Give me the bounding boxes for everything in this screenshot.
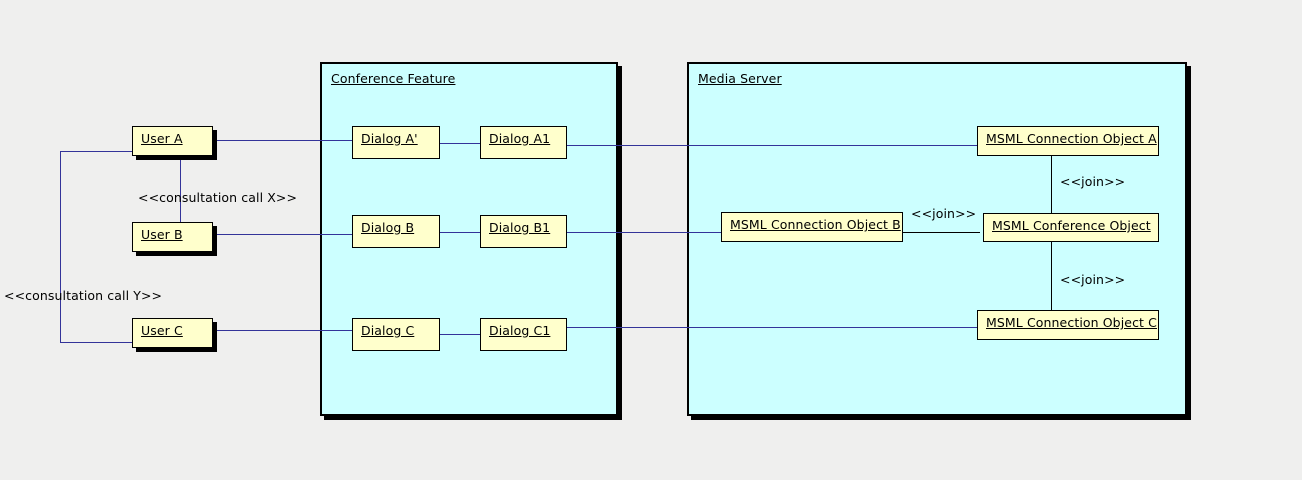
object-msml-connection-object-a[interactable]: MSML Connection Object A [977,126,1159,156]
object-label-msml-connection-object-a: MSML Connection Object A [986,131,1157,146]
label-join-c: <<join>> [1060,272,1126,287]
object-label-dialog-b: Dialog B [361,220,415,235]
connector-join-a [1051,155,1053,213]
label-consultation-call-x: <<consultation call X>> [138,190,298,205]
connector-user-b-to-dialog-b [213,234,353,236]
label-join-a: <<join>> [1060,174,1126,189]
connector-consultation-call-y-top [60,151,134,153]
label-consultation-call-y: <<consultation call Y>> [4,288,163,303]
object-label-user-b: User B [141,227,183,242]
object-user-b[interactable]: User B [132,222,213,252]
object-msml-connection-object-c[interactable]: MSML Connection Object C [977,310,1159,340]
object-dialog-c1[interactable]: Dialog C1 [480,318,567,351]
connector-consultation-call-y-bottom [60,342,134,344]
object-dialog-b[interactable]: Dialog B [352,215,440,248]
panel-title-media-server: Media Server [698,71,782,86]
label-join-b: <<join>> [911,206,977,221]
connector-consultation-call-x [180,156,182,224]
connector-dialog-b1-to-msml-connection-b [566,232,722,234]
connector-dialog-a1-to-msml-connection-a [566,145,978,147]
object-label-dialog-b1: Dialog B1 [489,220,551,235]
connector-dialog-a-prime-to-dialog-a1 [439,143,481,145]
object-label-dialog-c: Dialog C [361,323,415,338]
object-label-msml-connection-object-c: MSML Connection Object C [986,315,1157,330]
object-label-dialog-a-prime: Dialog A' [361,131,418,146]
connector-dialog-c1-to-msml-connection-c [566,327,978,329]
object-user-c[interactable]: User C [132,318,213,348]
object-dialog-a-prime[interactable]: Dialog A' [352,126,440,159]
panel-title-conference-feature: Conference Feature [331,71,456,86]
connector-consultation-call-y-vertical [60,151,62,343]
connector-user-a-to-dialog-a-prime [213,140,353,142]
object-user-a[interactable]: User A [132,126,213,156]
object-msml-connection-object-b[interactable]: MSML Connection Object B [721,212,903,242]
connector-join-c [1051,241,1053,311]
object-dialog-a1[interactable]: Dialog A1 [480,126,567,159]
object-label-user-c: User C [141,323,183,338]
object-label-dialog-a1: Dialog A1 [489,131,551,146]
object-label-msml-connection-object-b: MSML Connection Object B [730,217,901,232]
connector-dialog-b-to-dialog-b1 [439,232,481,234]
object-label-msml-conference-object: MSML Conference Object [992,218,1151,233]
connector-user-c-to-dialog-c [213,330,353,332]
connector-dialog-c-to-dialog-c1 [439,334,481,336]
object-msml-conference-object[interactable]: MSML Conference Object [983,213,1159,242]
object-dialog-b1[interactable]: Dialog B1 [480,215,567,248]
object-label-dialog-c1: Dialog C1 [489,323,551,338]
object-dialog-c[interactable]: Dialog C [352,318,440,351]
object-label-user-a: User A [141,131,183,146]
connector-join-b [902,232,980,234]
